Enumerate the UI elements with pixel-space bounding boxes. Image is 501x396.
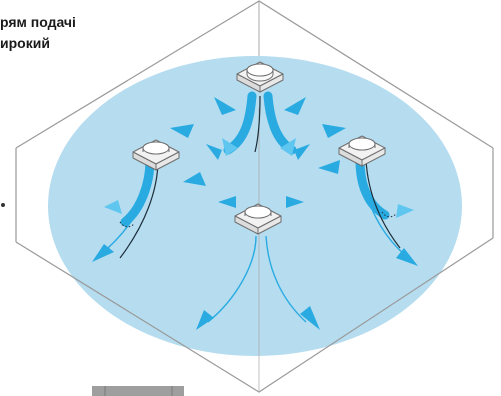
dotted-accents: [119, 211, 397, 228]
arrow: [280, 138, 296, 156]
caption-heading: рям подачі ирокий: [0, 12, 76, 54]
arrow: [196, 310, 214, 330]
bottom-edge-bar: [92, 386, 184, 396]
arrow: [284, 97, 306, 115]
arrow: [214, 97, 236, 115]
room-outline: [15, 0, 494, 393]
arrow: [222, 138, 238, 156]
arrow: [218, 196, 236, 208]
arrow: [92, 244, 114, 262]
left-unit: [132, 139, 180, 171]
margin-dot: [1, 203, 5, 207]
arrow: [183, 172, 206, 186]
airflow-arrows: [92, 97, 418, 330]
arrow: [206, 144, 222, 160]
arrow: [170, 124, 194, 138]
arrow: [318, 160, 340, 174]
arrow: [294, 144, 310, 160]
center-streams: [99, 171, 406, 323]
arrow: [104, 200, 122, 214]
ceiling-units: [132, 61, 386, 235]
top-unit: [236, 61, 284, 93]
caption-line-1: рям подачі: [0, 14, 76, 30]
center-unit: [234, 203, 282, 235]
arrow: [396, 204, 414, 218]
caption-line-2: ирокий: [0, 35, 50, 51]
arrow: [300, 306, 320, 330]
arrow: [322, 124, 346, 138]
arrow: [396, 248, 418, 266]
arrow: [286, 196, 304, 208]
right-unit: [338, 135, 386, 167]
